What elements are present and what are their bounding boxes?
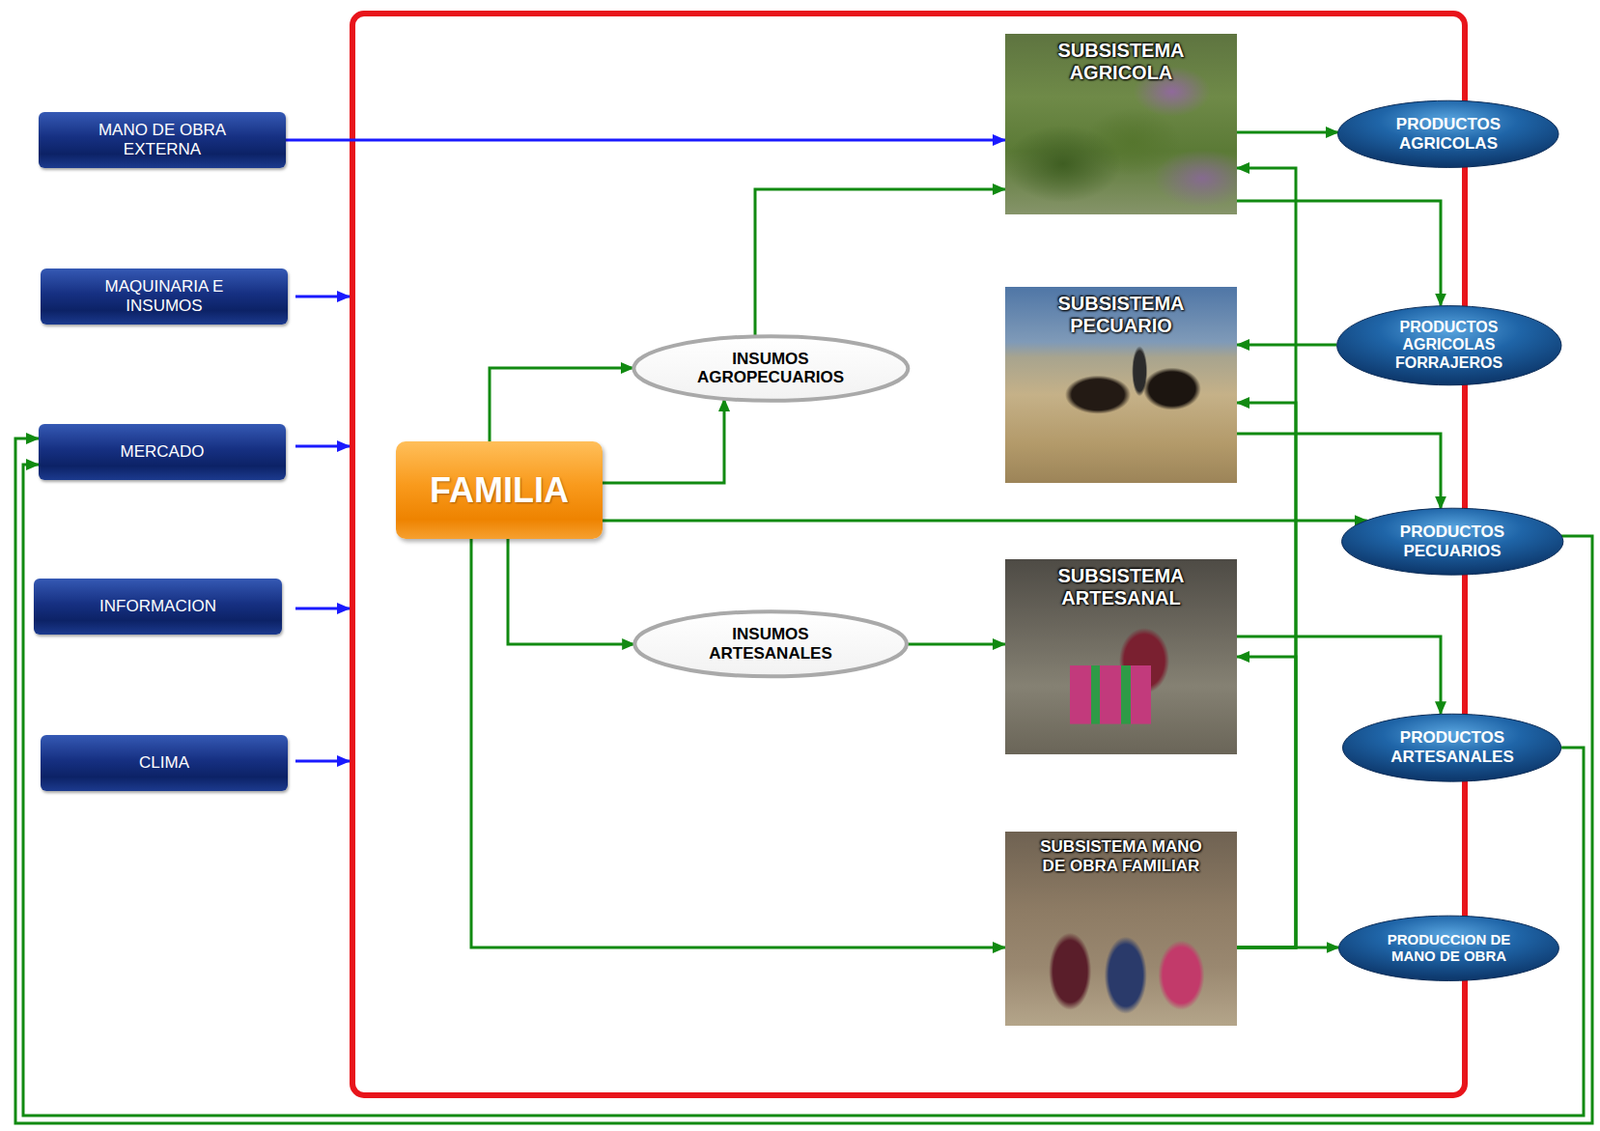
node-label: PRODUCTOS ARTESANALES (1384, 728, 1520, 766)
input-box: MERCADO (38, 423, 286, 480)
node-label: MAQUINARIA E INSUMOS (86, 277, 242, 315)
node-label: SUBSISTEMA ARTESANAL (1024, 564, 1218, 610)
node-label: FAMILIA (429, 470, 569, 510)
node-label: PRODUCTOS PECUARIOS (1384, 522, 1520, 561)
flow-arrow (489, 367, 634, 442)
flow-arrow (1236, 402, 1296, 948)
flow-arrow (1236, 168, 1296, 948)
ellipse-shape (1343, 713, 1562, 782)
node-label: PRODUCTOS AGRICOLAS (1380, 114, 1516, 153)
subsystem-photo: SUBSISTEMA AGRICOLA (1005, 33, 1237, 215)
node-label: SUBSISTEMA AGRICOLA (1024, 39, 1218, 85)
ellipse-shape (1339, 915, 1560, 981)
subsystem-photo: SUBSISTEMA MANO DE OBRA FAMILIAR (1005, 831, 1237, 1026)
product-ellipse: PRODUCTOS ARTESANALES (1339, 711, 1565, 784)
node-label: INSUMOS ARTESANALES (688, 624, 853, 663)
flow-arrow (1236, 343, 1337, 347)
node-label: MERCADO (120, 442, 205, 462)
flow-arrow (1236, 433, 1441, 509)
input-box: MANO DE OBRA EXTERNA (38, 112, 286, 169)
node-label: PRODUCTOS AGRICOLAS FORRAJEROS (1390, 318, 1507, 372)
ellipse-shape (634, 611, 907, 676)
product-ellipse: PRODUCTOS PECUARIOS (1338, 505, 1567, 577)
ellipse-shape (1341, 508, 1563, 576)
input-arrow (295, 607, 350, 611)
ellipse-shape (1338, 100, 1560, 168)
subsystem-photo: SUBSISTEMA PECUARIO (1005, 286, 1237, 483)
node-label: MANO DE OBRA EXTERNA (84, 120, 240, 159)
node-label: SUBSISTEMA PECUARIO (1024, 292, 1218, 337)
system-boundary (352, 13, 1465, 1095)
input-box: INFORMACION (33, 578, 282, 635)
input-box: MAQUINARIA E INSUMOS (40, 268, 288, 325)
node-label: PRODUCCION DE MANO DE OBRA (1375, 930, 1521, 965)
input-arrow (295, 445, 350, 449)
flow-arrow (507, 538, 635, 645)
input-arrow (295, 295, 350, 299)
flow-arrow (15, 438, 1593, 1123)
subsystem-photo: SUBSISTEMA ARTESANAL (1005, 559, 1237, 755)
flow-arrow (285, 139, 1006, 142)
input-arrow (295, 759, 350, 763)
flow-arrow (602, 398, 725, 483)
node-label: SUBSISTEMA MANO DE OBRA FAMILIAR (1034, 837, 1208, 875)
flow-arrow (1236, 131, 1339, 135)
family-box: FAMILIA (395, 441, 603, 539)
flow-arrow (906, 643, 1006, 646)
flow-arrow (755, 189, 1006, 337)
flow-arrow (1236, 636, 1441, 714)
ellipse-shape (1336, 305, 1561, 385)
node-label: CLIMA (139, 753, 190, 773)
node-label: INSUMOS AGROPECUARIOS (688, 349, 853, 388)
flow-arrow (1236, 656, 1296, 948)
product-ellipse: PRODUCTOS AGRICOLAS FORRAJEROS (1333, 303, 1566, 388)
flow-arrow (602, 519, 1368, 523)
input-ellipse: INSUMOS ARTESANALES (630, 609, 911, 678)
flow-arrow (23, 464, 1584, 1116)
flow-arrow (1236, 200, 1441, 307)
product-ellipse: PRODUCCION DE MANO DE OBRA (1335, 913, 1563, 983)
product-ellipse: PRODUCTOS AGRICOLAS (1334, 98, 1563, 170)
flow-arrow (471, 538, 1006, 948)
input-ellipse: INSUMOS AGROPECUARIOS (629, 334, 913, 403)
node-label: INFORMACION (99, 596, 217, 617)
input-box: CLIMA (40, 734, 288, 791)
ellipse-shape (633, 336, 908, 401)
